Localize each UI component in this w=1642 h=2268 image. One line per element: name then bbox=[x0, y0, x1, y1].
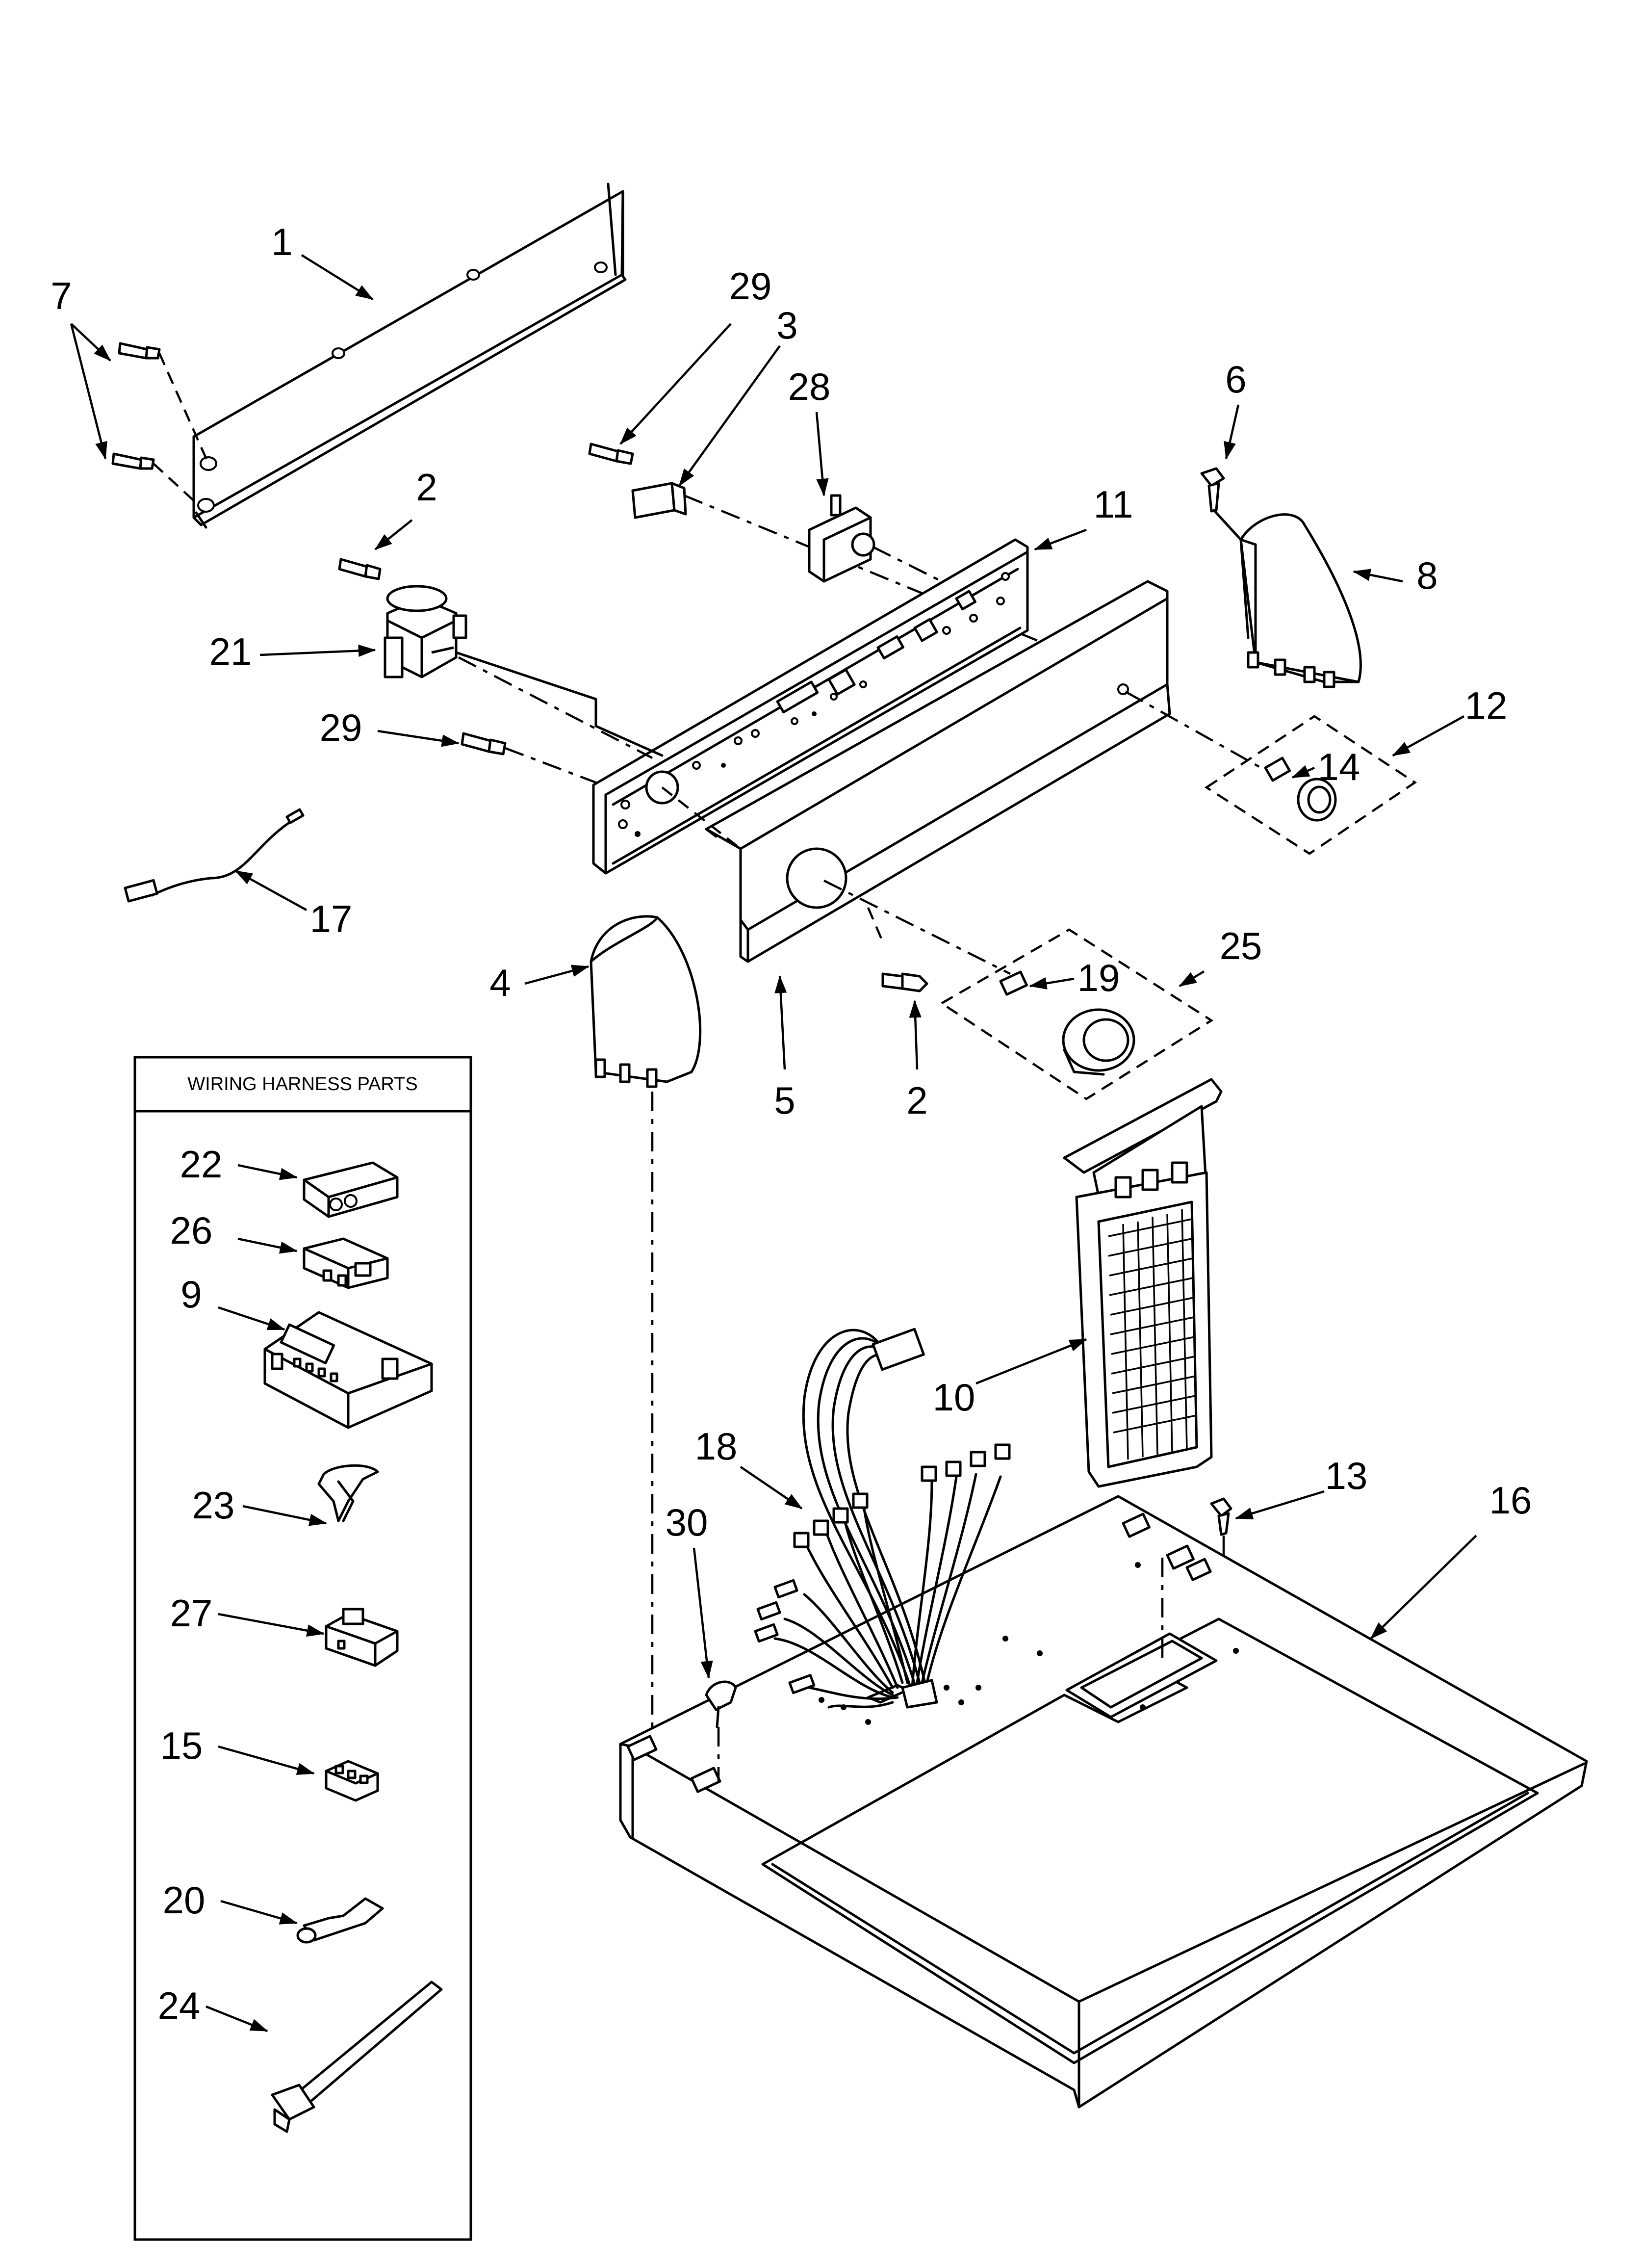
knob-part-12[interactable] bbox=[1297, 778, 1337, 822]
knob-insert-part-19[interactable] bbox=[999, 970, 1028, 996]
callout-6: 6 bbox=[1225, 358, 1246, 401]
callout-11: 11 bbox=[1094, 483, 1133, 526]
knob-group-12[interactable] bbox=[1204, 715, 1417, 855]
callout-14: 14 bbox=[1318, 745, 1360, 788]
connector-part-15[interactable] bbox=[325, 1760, 379, 1802]
callout-28: 28 bbox=[788, 365, 831, 408]
screw-part-29-upper[interactable] bbox=[588, 443, 634, 465]
connector-part-26[interactable] bbox=[303, 1237, 389, 1289]
callout-23: 23 bbox=[192, 1484, 235, 1527]
callout-21: 21 bbox=[209, 630, 252, 673]
screw-part-29-lower[interactable] bbox=[461, 732, 596, 784]
callout-22: 22 bbox=[180, 1143, 223, 1186]
callout-16: 16 bbox=[1489, 1479, 1532, 1522]
callout-24: 24 bbox=[158, 1984, 201, 2027]
terminal-part-23[interactable] bbox=[317, 1464, 379, 1522]
lint-screen-part-10[interactable] bbox=[1063, 1078, 1223, 1488]
callout-25: 25 bbox=[1220, 924, 1262, 967]
callout-5: 5 bbox=[774, 1079, 795, 1122]
top-cover-part-16[interactable] bbox=[619, 1495, 1588, 2109]
knob-insert-part-14[interactable] bbox=[1264, 756, 1291, 782]
screw-part-2-upper[interactable] bbox=[338, 558, 382, 580]
terminal-part-20[interactable] bbox=[296, 1897, 384, 1944]
knob-group-25[interactable] bbox=[939, 928, 1214, 1100]
screw-part-2-lower[interactable] bbox=[881, 972, 928, 992]
callout-17: 17 bbox=[310, 897, 353, 940]
connector-part-22[interactable] bbox=[303, 1161, 399, 1218]
clip-part-30[interactable] bbox=[705, 1680, 737, 1781]
callout-9: 9 bbox=[180, 1273, 202, 1316]
connector-part-9[interactable] bbox=[263, 1311, 433, 1429]
callout-20: 20 bbox=[163, 1878, 205, 1922]
timer-part-21[interactable] bbox=[384, 585, 664, 759]
callout-13: 13 bbox=[1325, 1454, 1368, 1497]
knob-part-25[interactable] bbox=[1062, 1008, 1135, 1076]
console-panel-part-5[interactable] bbox=[661, 580, 1266, 975]
callout-2-lower: 2 bbox=[906, 1079, 927, 1122]
callout-29-lower: 29 bbox=[320, 706, 362, 749]
rear-panel-part[interactable] bbox=[192, 182, 627, 529]
callout-26: 26 bbox=[170, 1209, 213, 1252]
callout-18: 18 bbox=[695, 1425, 738, 1468]
cable-tie-part-24[interactable] bbox=[271, 1981, 443, 2133]
callout-1: 1 bbox=[271, 220, 292, 263]
callout-8: 8 bbox=[1416, 554, 1437, 597]
leader-lines bbox=[70, 254, 1477, 2033]
callout-12: 12 bbox=[1465, 684, 1508, 727]
control-bracket-part-11[interactable] bbox=[592, 538, 1029, 875]
wire-part-17[interactable] bbox=[124, 808, 305, 903]
callout-29-upper: 29 bbox=[729, 264, 772, 308]
callout-2-upper: 2 bbox=[416, 466, 437, 509]
connector-part-27[interactable] bbox=[325, 1608, 399, 1667]
screw-part-7[interactable] bbox=[111, 342, 210, 504]
callout-labels: 1 7 2 21 29 29 3 28 11 6 8 12 14 17 4 5 … bbox=[51, 220, 1532, 2027]
callout-27: 27 bbox=[170, 1591, 213, 1635]
wiring-box-title: WIRING HARNESS PARTS bbox=[187, 1074, 417, 1095]
callout-19: 19 bbox=[1078, 956, 1120, 999]
callout-15: 15 bbox=[160, 1724, 203, 1767]
callout-10: 10 bbox=[933, 1376, 975, 1419]
end-cap-part-8[interactable] bbox=[1212, 509, 1362, 688]
callout-4: 4 bbox=[489, 961, 511, 1004]
wire-harness-part-18[interactable] bbox=[754, 1328, 1011, 1709]
screw-part-6[interactable] bbox=[1200, 467, 1225, 513]
end-cap-part-4[interactable] bbox=[590, 915, 702, 1732]
callout-7: 7 bbox=[51, 274, 72, 317]
callout-30: 30 bbox=[666, 1501, 708, 1544]
callout-3: 3 bbox=[776, 304, 797, 347]
